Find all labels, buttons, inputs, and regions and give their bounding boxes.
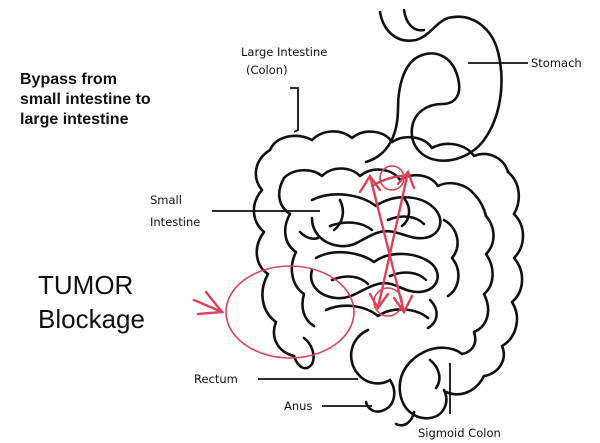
tumor-ellipse: [226, 266, 354, 358]
bypass-heading-line-2: small intestine to: [20, 91, 151, 108]
large-intestine-label-line-2: (Colon): [246, 63, 288, 77]
rectum-shape: [351, 330, 484, 425]
stomach-shape: [366, 10, 502, 162]
anus-label: Anus: [284, 399, 312, 413]
sigmoid-colon-label: Sigmoid Colon: [418, 426, 501, 440]
tumor-label-line-2: Blockage: [38, 304, 145, 334]
large-intestine-label-line-1: Large Intestine: [241, 45, 327, 59]
red-annotations: [194, 166, 414, 358]
tumor-label-line-1: TUMOR: [38, 270, 133, 300]
stomach-label: Stomach: [531, 56, 582, 70]
large-intestine-leader: [290, 88, 298, 132]
rectum-label: Rectum: [194, 372, 238, 386]
small-intestine-label-line-1: Small: [150, 193, 182, 207]
small-intestine-label-line-2: Intestine: [150, 215, 200, 229]
bypass-heading-line-1: Bypass from: [20, 71, 117, 88]
bypass-heading-line-3: large intestine: [20, 111, 129, 128]
bypass-heading: Bypass from small intestine to large int…: [20, 71, 151, 128]
